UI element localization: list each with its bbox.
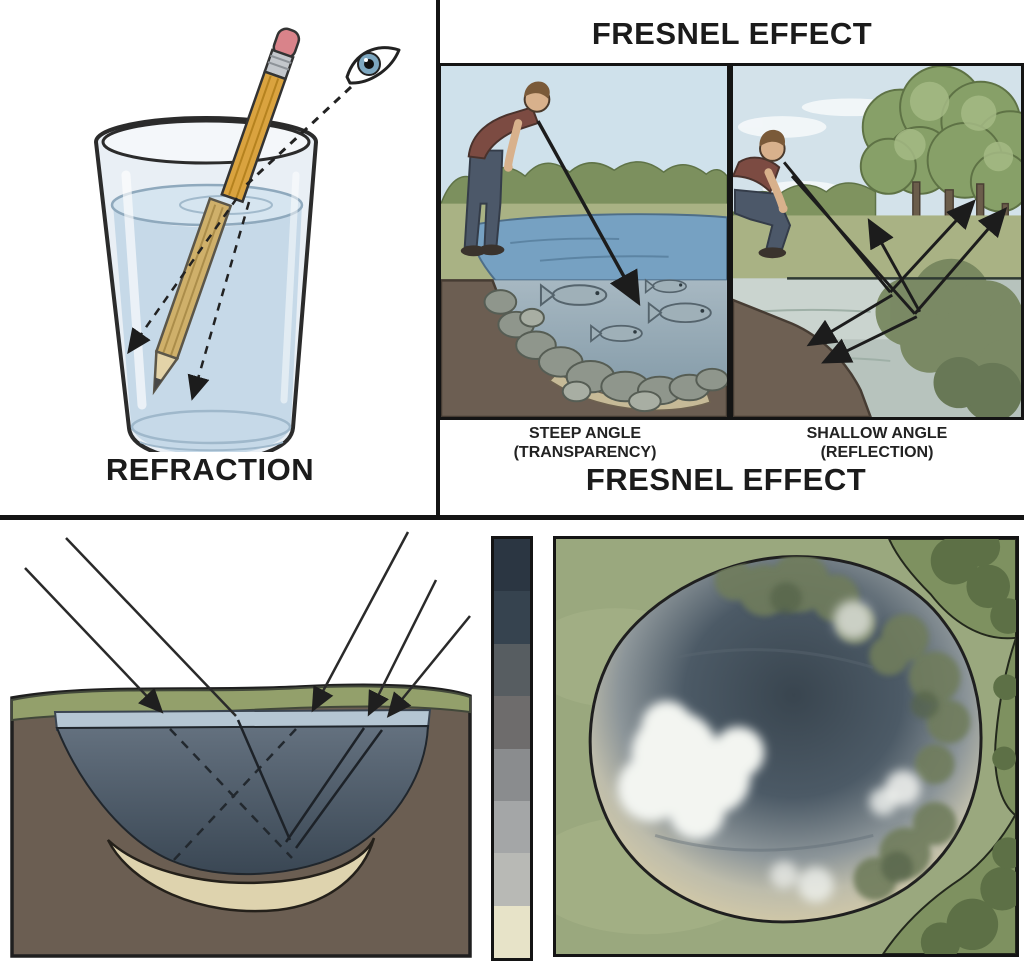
rocks: [483, 289, 727, 413]
view-rays: [24, 531, 471, 718]
swirl-lines: [654, 648, 874, 852]
steep-angle-scene: [441, 66, 727, 417]
colorbar-segment: [494, 800, 530, 854]
refracted-ray-left: [127, 197, 239, 355]
shallow-angle-scene: [733, 66, 1021, 417]
pencil-in-glass-illustration: [93, 27, 401, 452]
glass-rim: [101, 119, 311, 165]
shallow-caption-line1: SHALLOW ANGLE: [806, 425, 948, 442]
steep-angle-caption: STEEP ANGLE (TRANSPARENCY): [440, 424, 730, 462]
underwater-rays: [169, 719, 384, 863]
glass-highlight-left: [121, 170, 147, 410]
sight-ray-dashed: [241, 85, 353, 190]
fresnel-footer-title: FRESNEL EFFECT: [585, 462, 867, 497]
refraction-caption: REFRACTION: [105, 452, 315, 487]
colorbar-segment: [494, 539, 530, 592]
steep-angle-panel: [438, 63, 730, 420]
colorbar-segment: [494, 748, 530, 801]
tree-reflections: [875, 258, 1021, 417]
shallow-caption-line2: (REFLECTION): [820, 444, 934, 461]
pond-top-view-illustration: [556, 539, 1016, 954]
refraction-panel: REFRACTION: [0, 0, 436, 515]
fish-group: [539, 278, 712, 343]
pond-ripples: [510, 237, 669, 262]
colorbar-segment: [494, 696, 530, 749]
glass-bottom: [130, 409, 292, 445]
reflected-clouds: [617, 600, 921, 903]
fresnel-section: FRESNEL EFFECT: [438, 0, 1024, 515]
horizontal-divider: [0, 515, 1024, 520]
colorbar-segment: [494, 591, 530, 644]
person-bending: [460, 81, 551, 257]
eye-icon: [345, 46, 401, 85]
reflected-trees-dark: [770, 582, 939, 883]
steep-view-ray: [536, 120, 641, 307]
glass-highlight-right: [280, 171, 300, 404]
refracted-ray-down: [187, 201, 251, 401]
fresnel-title: FRESNEL EFFECT: [591, 16, 873, 51]
deep-water: [55, 724, 430, 876]
pencil-above-water: [220, 27, 301, 204]
water-body: [113, 204, 302, 452]
colorbar-segment: [494, 643, 530, 697]
person-crouching: [733, 129, 792, 259]
pond-top-view-panel: [553, 536, 1019, 957]
pond-cross-section-illustration: [10, 531, 472, 958]
steep-caption-line2: (TRANSPARENCY): [513, 444, 657, 461]
shallow-angle-panel: [730, 63, 1024, 420]
pond-reflections: [617, 556, 971, 903]
steep-caption-line1: STEEP ANGLE: [528, 425, 642, 442]
pond-water: [469, 213, 727, 282]
sandy-bottom: [106, 837, 376, 913]
glass-bottom-line: [139, 441, 284, 452]
shallow-view-rays: [782, 161, 1008, 364]
depth-gradient-colorbar: [491, 536, 533, 961]
colorbar-segment: [494, 905, 530, 958]
shallow-angle-caption: SHALLOW ANGLE (REFLECTION): [730, 424, 1024, 462]
colorbar-segment: [494, 853, 530, 906]
corner-trees: [881, 539, 1016, 954]
